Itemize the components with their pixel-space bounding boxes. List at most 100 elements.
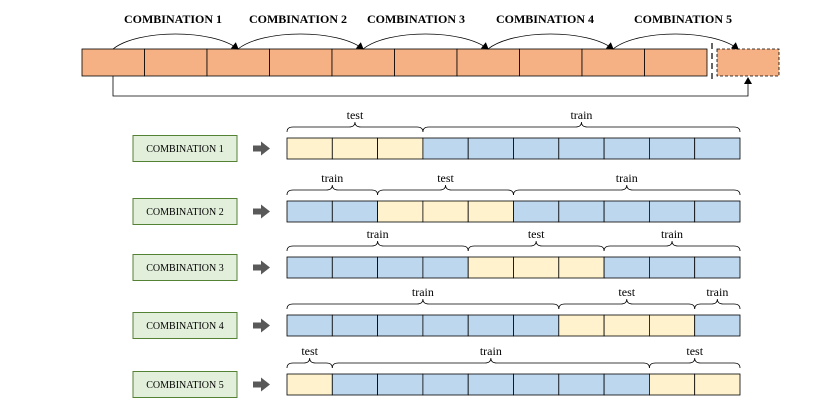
train-fold-cell — [377, 256, 424, 279]
combination-box — [132, 254, 238, 281]
train-fold-cell — [422, 373, 469, 396]
train-fold-cell — [331, 200, 378, 223]
test-fold-cell — [649, 314, 696, 337]
group-brace — [377, 184, 514, 196]
group-label: test — [686, 344, 703, 358]
train-fold-cell — [603, 373, 650, 396]
train-fold-cell — [377, 373, 424, 396]
group-label: train — [706, 285, 728, 299]
train-fold-cell — [467, 137, 514, 160]
train-fold-cell — [649, 137, 696, 160]
group-brace — [558, 298, 696, 310]
top-segment — [331, 48, 395, 77]
train-fold-cell — [694, 200, 741, 223]
train-fold-cell — [513, 373, 560, 396]
combination-box — [132, 312, 238, 339]
group-label: test — [347, 108, 364, 122]
group-brace — [286, 357, 333, 369]
group-label: test — [528, 227, 545, 241]
top-segment — [456, 48, 520, 77]
combination-row: COMBINATION 5 test train test — [132, 344, 741, 398]
combination-box — [132, 371, 238, 398]
train-fold-cell — [558, 137, 605, 160]
test-fold-cell — [694, 373, 741, 396]
test-fold-cell — [467, 200, 514, 223]
group-brace — [286, 298, 560, 310]
test-fold-cell — [558, 314, 605, 337]
group-label: test — [301, 344, 318, 358]
train-fold-cell — [649, 256, 696, 279]
test-fold-cell — [513, 256, 560, 279]
group-brace — [286, 240, 469, 252]
group-brace — [286, 184, 378, 196]
right-arrow-icon — [253, 141, 270, 156]
combination-box — [132, 135, 238, 162]
test-fold-cell — [377, 137, 424, 160]
train-fold-cell — [331, 256, 378, 279]
combination-row: COMBINATION 2 train test train — [132, 171, 741, 225]
train-fold-cell — [603, 137, 650, 160]
group-label: train — [412, 285, 434, 299]
right-arrow-icon — [253, 204, 270, 219]
top-segment — [269, 48, 333, 77]
train-fold-cell — [694, 256, 741, 279]
top-segment — [206, 48, 270, 77]
train-fold-cell — [694, 314, 741, 337]
rotation-arc-arrow — [612, 33, 739, 50]
test-fold-cell — [377, 200, 424, 223]
train-fold-cell — [331, 373, 378, 396]
group-label: test — [437, 171, 454, 185]
combination-row: COMBINATION 4 train test train — [132, 285, 741, 339]
group-label: train — [661, 227, 683, 241]
combination-box-label: COMBINATION 2 — [146, 207, 224, 218]
group-brace — [286, 121, 424, 133]
combination-box-label: COMBINATION 3 — [146, 263, 224, 274]
train-fold-cell — [467, 314, 514, 337]
top-combination-label: COMBINATION 3 — [367, 12, 465, 26]
train-fold-cell — [286, 200, 333, 223]
top-combination-label: COMBINATION 1 — [124, 12, 222, 26]
rotation-arc-arrow — [487, 33, 614, 50]
combination-box-label: COMBINATION 1 — [146, 144, 224, 155]
train-fold-cell — [649, 200, 696, 223]
test-fold-cell — [331, 137, 378, 160]
extra-segment — [716, 48, 780, 77]
top-segment — [394, 48, 458, 77]
group-label: train — [616, 171, 638, 185]
top-segment — [81, 48, 145, 77]
train-fold-cell — [513, 137, 560, 160]
train-fold-cell — [422, 137, 469, 160]
test-fold-cell — [422, 200, 469, 223]
top-segment — [519, 48, 583, 77]
train-fold-cell — [422, 256, 469, 279]
return-arrow — [112, 76, 752, 97]
combination-box-label: COMBINATION 5 — [146, 380, 224, 391]
group-brace — [467, 240, 605, 252]
rotation-arc-arrow — [237, 33, 364, 50]
train-fold-cell — [331, 314, 378, 337]
train-fold-cell — [558, 373, 605, 396]
group-label: test — [618, 285, 635, 299]
train-fold-cell — [422, 314, 469, 337]
group-brace — [513, 184, 741, 196]
top-segment — [644, 48, 708, 77]
rotation-arc-arrow — [362, 33, 489, 50]
group-label: train — [321, 171, 343, 185]
test-fold-cell — [649, 373, 696, 396]
test-fold-cell — [286, 373, 333, 396]
combination-box — [132, 198, 238, 225]
train-fold-cell — [377, 314, 424, 337]
combination-box-label: COMBINATION 4 — [146, 321, 224, 332]
train-fold-cell — [603, 200, 650, 223]
train-fold-cell — [513, 314, 560, 337]
group-label: train — [480, 344, 502, 358]
rotation-arc-arrow — [112, 33, 239, 50]
top-combination-label: COMBINATION 2 — [249, 12, 347, 26]
right-arrow-icon — [253, 318, 270, 333]
group-brace — [422, 121, 741, 133]
group-brace — [694, 298, 741, 310]
